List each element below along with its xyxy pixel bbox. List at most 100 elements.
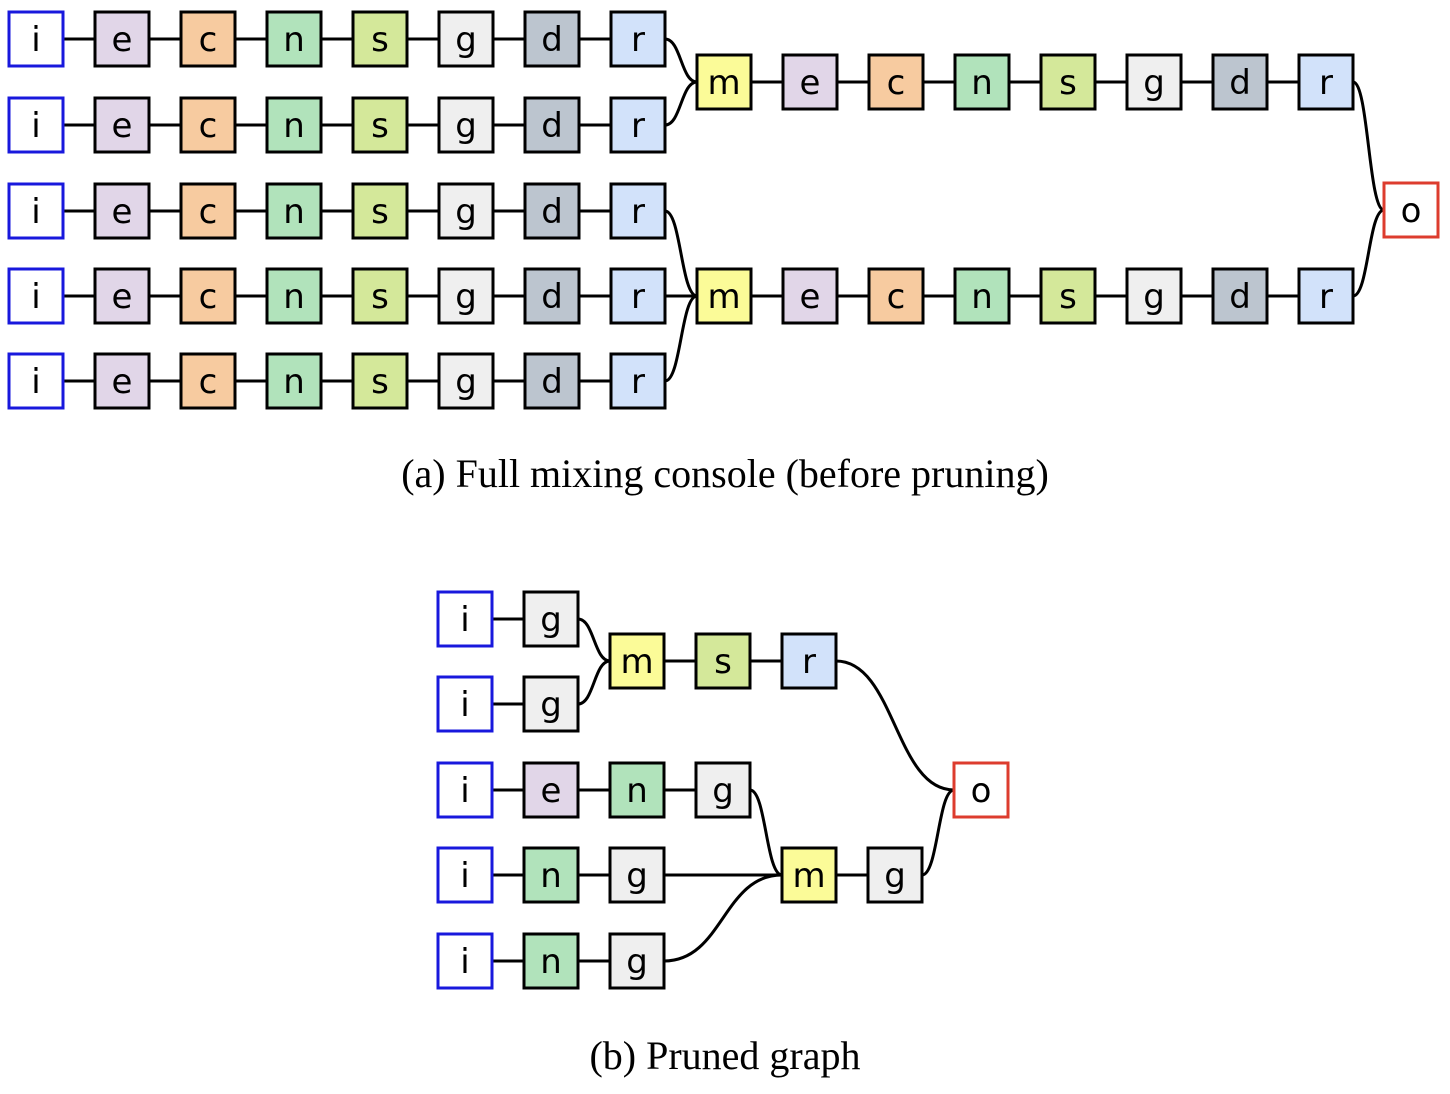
node-box xyxy=(179,10,237,68)
node-box xyxy=(7,96,65,154)
node-label: g xyxy=(1143,63,1165,103)
node-box xyxy=(522,846,580,904)
node-box xyxy=(436,675,494,733)
node-box xyxy=(179,267,237,325)
edge-to-mixer xyxy=(749,788,783,877)
node-label: g xyxy=(455,106,477,146)
full-chain2-node-e: e xyxy=(93,96,151,154)
node-box xyxy=(522,761,580,819)
node-label: r xyxy=(631,192,645,232)
node-label: d xyxy=(1229,63,1251,103)
full-bus1-node-m: m xyxy=(695,53,753,111)
node-box xyxy=(608,761,666,819)
node-box xyxy=(265,96,323,154)
full-chain3-node-e: e xyxy=(93,182,151,240)
node-box xyxy=(781,53,839,111)
node-label: s xyxy=(1059,277,1077,317)
full-chain2-node-r: r xyxy=(609,96,667,154)
full-chain4-node-d: d xyxy=(523,267,581,325)
full-chain4-node-i: i xyxy=(7,267,65,325)
pruned-bus2-node-m: m xyxy=(780,846,838,904)
node-label: n xyxy=(283,362,305,402)
node-label: d xyxy=(541,362,563,402)
node-box xyxy=(437,96,495,154)
node-label: r xyxy=(802,642,816,682)
node-label: n xyxy=(971,63,993,103)
full-bus2-node-r: r xyxy=(1297,267,1355,325)
node-label: s xyxy=(371,106,389,146)
node-box xyxy=(7,267,65,325)
node-box xyxy=(1211,267,1269,325)
node-box xyxy=(1297,267,1355,325)
full-chain3-node-i: i xyxy=(7,182,65,240)
node-label: i xyxy=(31,20,40,60)
full-bus1-node-c: c xyxy=(867,53,925,111)
node-box xyxy=(265,267,323,325)
node-label: g xyxy=(1143,277,1165,317)
node-label: r xyxy=(631,20,645,60)
caption-pruned: (b) Pruned graph xyxy=(589,1033,861,1078)
node-box xyxy=(522,932,580,990)
pruned-chain5-node-n: n xyxy=(522,932,580,990)
pruned-chain3-node-i: i xyxy=(436,761,494,819)
node-label: c xyxy=(199,20,218,60)
node-label: r xyxy=(1319,63,1333,103)
node-box xyxy=(609,96,667,154)
node-box xyxy=(781,267,839,325)
caption-full: (a) Full mixing console (before pruning) xyxy=(401,451,1049,496)
node-label: n xyxy=(971,277,993,317)
pruned-chain1-node-g: g xyxy=(522,590,580,648)
node-label: s xyxy=(714,642,732,682)
node-label: i xyxy=(460,771,469,811)
node-box xyxy=(93,182,151,240)
node-label: g xyxy=(455,277,477,317)
node-box xyxy=(351,182,409,240)
full-chain1-node-i: i xyxy=(7,10,65,68)
node-label: c xyxy=(199,192,218,232)
full-chain3-node-n: n xyxy=(265,182,323,240)
pruned-chain2-node-i: i xyxy=(436,675,494,733)
node-box xyxy=(609,182,667,240)
node-box xyxy=(437,267,495,325)
full-chain4-node-r: r xyxy=(609,267,667,325)
node-label: o xyxy=(971,771,992,811)
edge-to-output xyxy=(1352,208,1385,298)
full-bus2-node-s: s xyxy=(1039,267,1097,325)
node-box xyxy=(436,761,494,819)
pruned-bus1-node-s: s xyxy=(694,632,752,690)
node-box xyxy=(179,352,237,410)
node-box xyxy=(608,846,666,904)
node-label: d xyxy=(541,277,563,317)
node-label: e xyxy=(112,192,133,232)
full-chain2-node-s: s xyxy=(351,96,409,154)
node-box xyxy=(867,53,925,111)
full-chain5-node-i: i xyxy=(7,352,65,410)
edge-to-output xyxy=(921,788,955,877)
edge-to-mixer xyxy=(664,294,698,383)
node-box xyxy=(523,182,581,240)
full-bus2-node-n: n xyxy=(953,267,1011,325)
node-label: e xyxy=(112,277,133,317)
node-label: e xyxy=(800,63,821,103)
full-chain4-node-n: n xyxy=(265,267,323,325)
node-label: i xyxy=(460,685,469,725)
pruned-output-node: o xyxy=(952,761,1010,819)
full-chain5-node-r: r xyxy=(609,352,667,410)
full-chain1-node-r: r xyxy=(609,10,667,68)
node-box xyxy=(694,761,752,819)
node-label: s xyxy=(371,20,389,60)
edge-to-mixer xyxy=(664,80,698,127)
node-label: g xyxy=(540,685,562,725)
node-label: n xyxy=(283,277,305,317)
node-label: e xyxy=(800,277,821,317)
node-label: n xyxy=(283,20,305,60)
node-box xyxy=(93,267,151,325)
node-label: i xyxy=(31,106,40,146)
node-box xyxy=(608,632,666,690)
node-box xyxy=(7,10,65,68)
node-label: m xyxy=(620,642,653,682)
full-chain2-node-c: c xyxy=(179,96,237,154)
